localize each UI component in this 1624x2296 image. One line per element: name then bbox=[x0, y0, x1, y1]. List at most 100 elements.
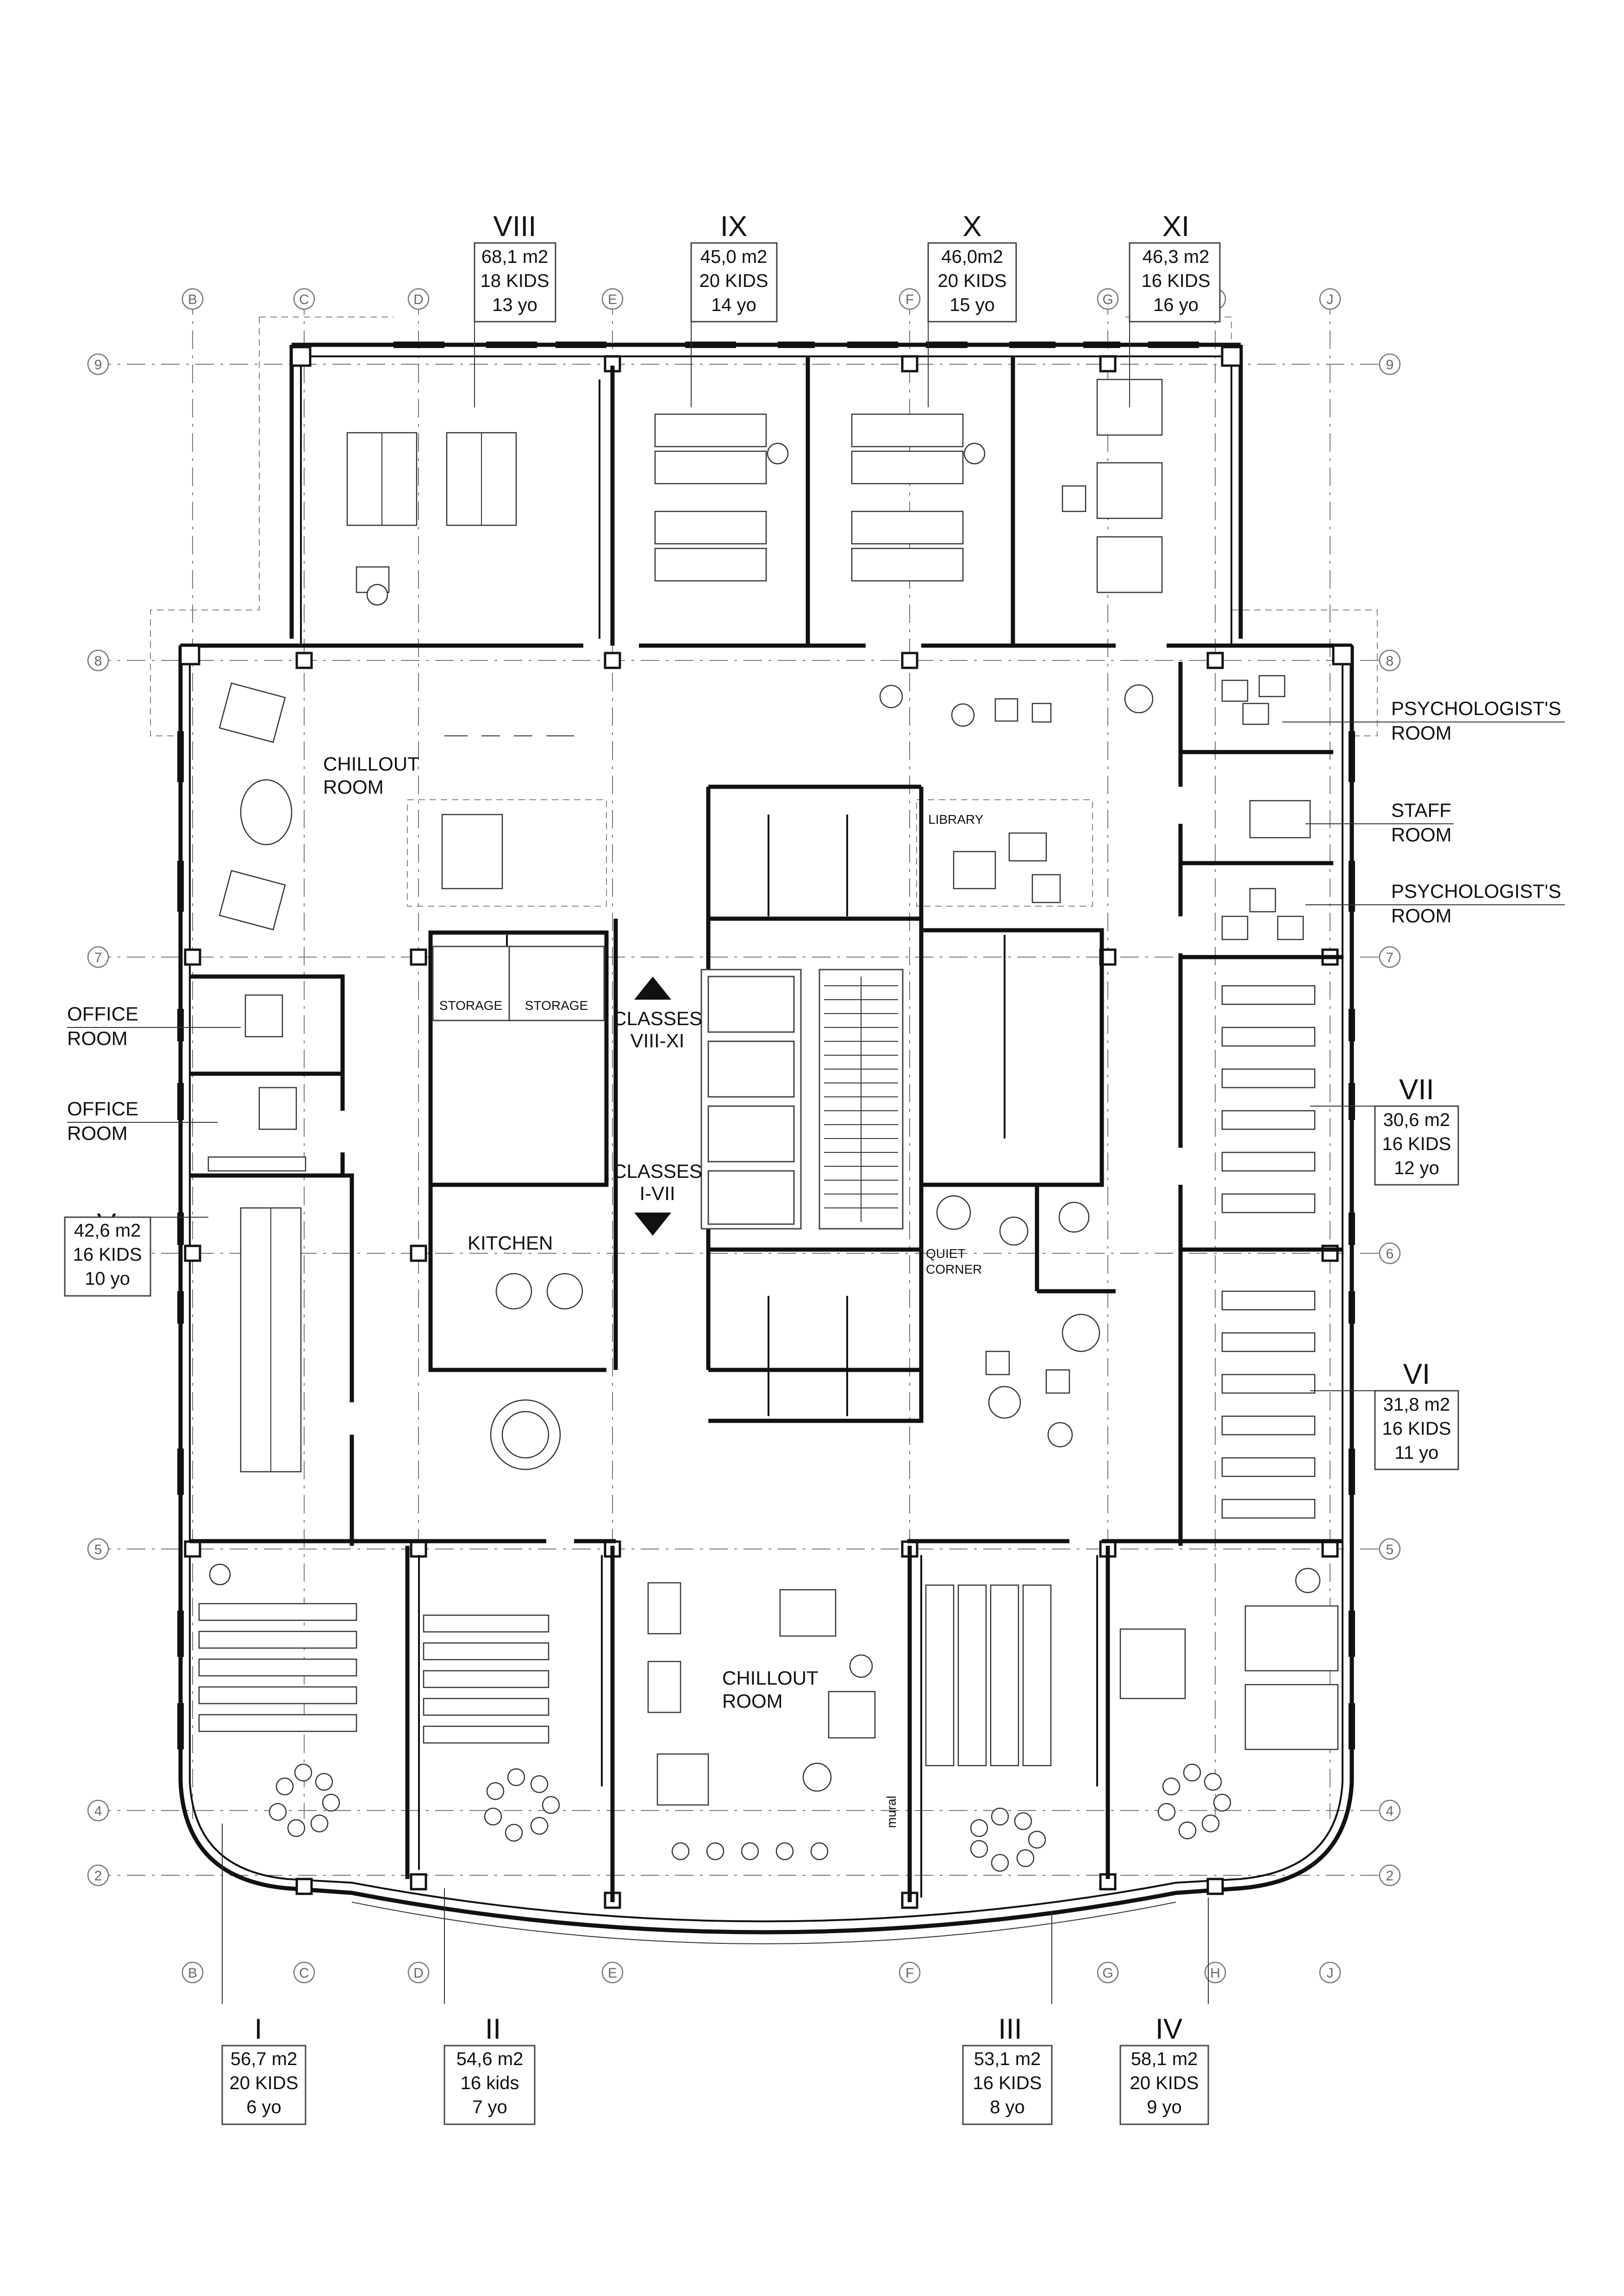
classroom-tag-vii: VII 30,6 m2 16 KIDS 12 yo bbox=[1310, 1074, 1459, 1186]
room-label-line: STAFF bbox=[1391, 799, 1451, 821]
classroom-number: XI bbox=[1162, 211, 1190, 243]
room-label-storage: STORAGE STORAGE bbox=[432, 946, 605, 1021]
room-label-line: ROOM bbox=[1391, 905, 1452, 927]
classroom-area: 56,7 m2 bbox=[231, 2049, 298, 2069]
desk-cluster bbox=[198, 1563, 357, 1732]
classroom-age: 9 yo bbox=[1147, 2097, 1182, 2117]
room-label-chillout-bottom: CHILLOUT ROOM bbox=[722, 1667, 818, 1712]
desk-cluster bbox=[654, 413, 789, 582]
classroom-age: 11 yo bbox=[1395, 1443, 1439, 1463]
chair-circle bbox=[269, 1763, 1231, 1872]
classroom-kids: 20 KIDS bbox=[938, 271, 1007, 291]
axis-label: 4 bbox=[94, 1804, 102, 1819]
room-label-psychologist-1: PSYCHOLOGIST'S ROOM bbox=[1282, 697, 1565, 744]
room-label-quiet-corner: QUIET CORNER bbox=[926, 1246, 982, 1276]
classroom-age: 13 yo bbox=[492, 295, 537, 315]
classroom-tag-ix: IX 45,0 m2 20 KIDS 14 yo bbox=[690, 211, 778, 407]
room-label-office-1: OFFICE ROOM bbox=[67, 1003, 241, 1049]
classroom-area: 58,1 m2 bbox=[1131, 2049, 1198, 2069]
axis-label: B bbox=[188, 292, 197, 307]
classroom-age: 12 yo bbox=[1394, 1158, 1439, 1178]
room-label-kitchen: KITCHEN bbox=[468, 1232, 553, 1254]
classroom-number: II bbox=[485, 2013, 501, 2045]
desk-cluster bbox=[851, 413, 986, 582]
desk-cluster bbox=[1221, 985, 1316, 1519]
room-label-line: CORNER bbox=[926, 1262, 982, 1276]
room-label-classes-lower: CLASSES I-VII bbox=[612, 1160, 702, 1204]
classroom-kids: 16 KIDS bbox=[73, 1244, 142, 1265]
axis-label: J bbox=[1327, 292, 1334, 307]
room-label-line: ROOM bbox=[722, 1690, 783, 1712]
room-label-storage-2: STORAGE bbox=[525, 998, 588, 1013]
axis-label: 2 bbox=[94, 1868, 102, 1884]
room-label-line: ROOM bbox=[1391, 722, 1452, 744]
classroom-number: VI bbox=[1403, 1358, 1430, 1390]
desk-cluster bbox=[1062, 379, 1163, 593]
axis-label: C bbox=[299, 292, 309, 307]
room-label-line: CLASSES bbox=[612, 1160, 702, 1182]
classroom-kids: 16 kids bbox=[461, 2073, 519, 2093]
classroom-tag-iii: III 53,1 m2 16 KIDS 8 yo bbox=[962, 1911, 1053, 2125]
classroom-tag-vi: VI 31,8 m2 16 KIDS 11 yo bbox=[1310, 1358, 1459, 1470]
room-label-office-2: OFFICE ROOM bbox=[67, 1098, 218, 1144]
axis-label: D bbox=[413, 1966, 424, 1981]
classroom-tag-ii: II 54,6 m2 16 kids 7 yo bbox=[443, 1888, 536, 2125]
axis-label: 9 bbox=[1386, 357, 1394, 373]
axis-label: 4 bbox=[1386, 1804, 1394, 1819]
classroom-number: IX bbox=[720, 211, 748, 243]
axis-label: 9 bbox=[94, 357, 102, 373]
axis-label: 5 bbox=[1386, 1542, 1394, 1557]
room-label-line: ROOM bbox=[67, 1027, 128, 1049]
chillout-furniture bbox=[219, 682, 1154, 931]
arrow-down-icon bbox=[634, 1213, 671, 1236]
classroom-area: 46,3 m2 bbox=[1143, 247, 1210, 267]
axis-label: 6 bbox=[1386, 1246, 1394, 1262]
classroom-age: 14 yo bbox=[711, 295, 756, 315]
psychologist-furniture bbox=[1221, 675, 1304, 940]
grid-axis-rows: 9 9 8 8 7 7 6 5 5 4 4 2 2 bbox=[87, 353, 1401, 1886]
arrow-up-icon bbox=[634, 977, 671, 1000]
structural-columns bbox=[179, 346, 1353, 1909]
classroom-area: 42,6 m2 bbox=[74, 1220, 141, 1241]
room-label-chillout-top: CHILLOUT ROOM bbox=[323, 753, 419, 798]
room-label-line: ROOM bbox=[67, 1122, 128, 1144]
room-label-line: CHILLOUT bbox=[722, 1667, 818, 1689]
stair-core bbox=[700, 969, 904, 1230]
axis-label: D bbox=[413, 292, 424, 307]
axis-label: E bbox=[608, 1966, 617, 1981]
classroom-area: 53,1 m2 bbox=[974, 2049, 1041, 2069]
classroom-tag-xi: XI 46,3 m2 16 KIDS 16 yo bbox=[1129, 211, 1221, 407]
roof-overhang-outline bbox=[150, 317, 1378, 907]
axis-label: F bbox=[906, 292, 914, 307]
classroom-number: X bbox=[962, 211, 981, 243]
axis-label: H bbox=[1210, 1966, 1220, 1981]
room-label-line: PSYCHOLOGIST'S bbox=[1391, 697, 1561, 719]
axis-label: G bbox=[1102, 1966, 1113, 1981]
room-label-classes-upper: CLASSES VIII-XI bbox=[612, 1008, 702, 1052]
room-label-line: ROOM bbox=[323, 776, 384, 798]
classroom-tag-x: X 46,0m2 20 KIDS 15 yo bbox=[927, 211, 1017, 407]
classroom-kids: 20 KIDS bbox=[230, 2073, 299, 2093]
classroom-area: 54,6 m2 bbox=[456, 2049, 524, 2069]
axis-label: F bbox=[906, 1966, 914, 1981]
grid-axis-columns-bottom: B C D E F G H J bbox=[181, 1961, 1341, 1984]
windows bbox=[177, 342, 1355, 1749]
desk-cluster bbox=[346, 432, 517, 606]
room-label-line: OFFICE bbox=[67, 1098, 138, 1120]
room-label-line: OFFICE bbox=[67, 1003, 138, 1025]
classroom-kids: 16 KIDS bbox=[1142, 271, 1211, 291]
room-label-psychologist-2: PSYCHOLOGIST'S ROOM bbox=[1305, 880, 1565, 927]
room-label-line: QUIET bbox=[926, 1246, 966, 1261]
classroom-kids: 16 KIDS bbox=[1382, 1134, 1451, 1154]
lounge-furniture bbox=[490, 1195, 1100, 1470]
room-label-storage-1: STORAGE bbox=[439, 998, 502, 1013]
room-label-line: I-VII bbox=[639, 1182, 675, 1204]
library-furniture bbox=[953, 832, 1061, 903]
classroom-number: IV bbox=[1156, 2013, 1183, 2045]
axis-label: E bbox=[608, 292, 617, 307]
axis-label: J bbox=[1327, 1966, 1334, 1981]
classroom-kids: 16 KIDS bbox=[1382, 1419, 1451, 1439]
classroom-tag-v: V 42,6 m2 16 KIDS 10 yo bbox=[64, 1208, 208, 1297]
axis-label: 5 bbox=[94, 1542, 102, 1557]
classroom-tag-viii: VIII 68,1 m2 18 KIDS 13 yo bbox=[474, 211, 556, 407]
